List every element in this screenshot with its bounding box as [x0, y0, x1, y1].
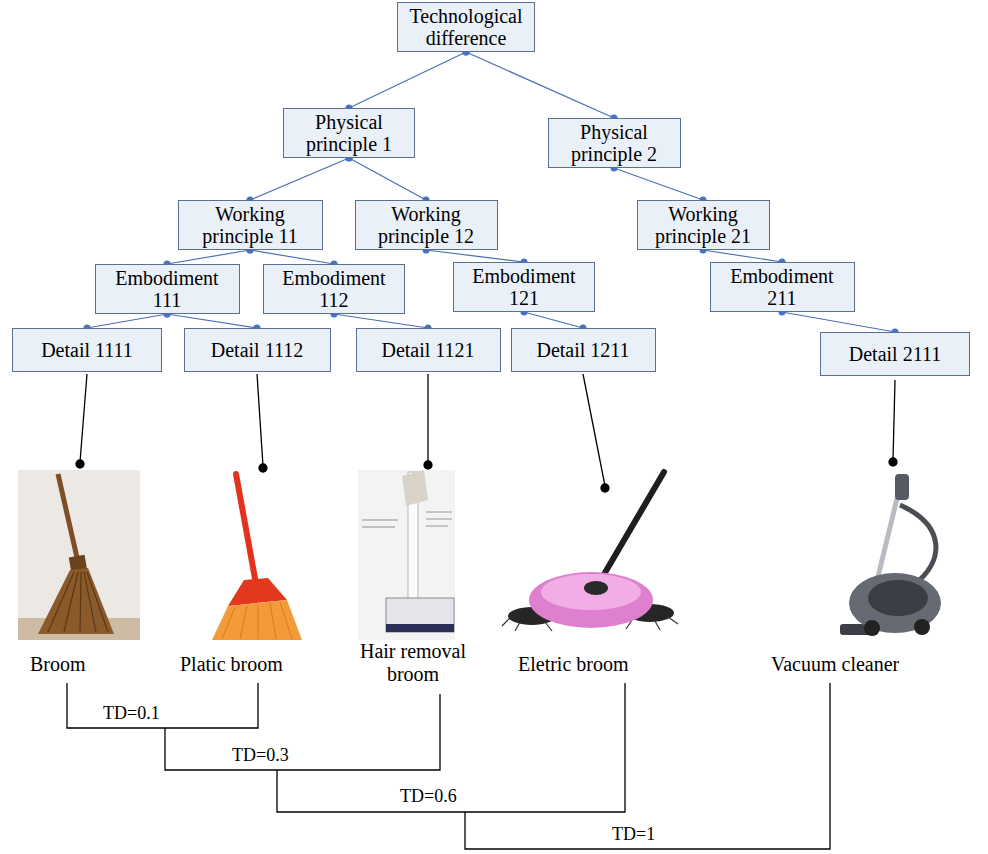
tree-connector — [426, 250, 524, 262]
electric-broom-picture — [502, 472, 678, 631]
tree-connector — [250, 250, 334, 264]
td-label: TD=0.1 — [103, 703, 160, 724]
tree-connector — [167, 314, 257, 328]
tree-connector — [349, 52, 466, 108]
tree-box: Embodiment 211 — [710, 262, 855, 312]
box-text: Embodiment 211 — [718, 265, 847, 309]
hair-removal-broom-picture — [358, 470, 455, 640]
tree-connector — [250, 158, 349, 200]
tree-box: Detail 2111 — [820, 332, 970, 376]
box-text: Working principle 21 — [645, 203, 762, 247]
tree-connector — [782, 312, 895, 332]
tree-box: Physical principle 2 — [548, 118, 681, 168]
tree-connector — [87, 314, 167, 328]
leader-lines — [76, 374, 897, 492]
plastic-broom-picture — [212, 474, 302, 640]
vacuum-cleaner-picture — [840, 474, 941, 636]
item-label: Eletric broom — [518, 653, 629, 676]
tree-box: Working principle 21 — [637, 200, 770, 250]
tree-connector — [524, 312, 583, 328]
item-label: Hair removal broom — [348, 640, 478, 686]
box-text: Embodiment 112 — [271, 267, 397, 311]
td-label: TD=1 — [612, 824, 655, 845]
tree-connector — [349, 158, 426, 200]
td-label: TD=0.3 — [232, 745, 289, 766]
tree-box: Detail 1111 — [12, 328, 162, 372]
tree-box: Working principle 12 — [355, 200, 498, 250]
box-text: Technological difference — [405, 5, 527, 49]
box-text: Detail 1211 — [536, 339, 629, 361]
tree-box: Physical principle 1 — [283, 108, 415, 158]
box-text: Embodiment 121 — [461, 265, 587, 309]
tree-box: Detail 1112 — [184, 328, 331, 372]
box-text: Working principle 12 — [363, 203, 490, 247]
td-brackets — [67, 683, 830, 849]
item-label: Platic broom — [180, 653, 283, 676]
box-text: Working principle 11 — [186, 203, 315, 247]
box-text: Physical principle 1 — [291, 111, 407, 155]
box-text: Embodiment 111 — [103, 267, 232, 311]
box-text: Detail 1121 — [381, 339, 474, 361]
tree-box: Detail 1121 — [356, 328, 501, 372]
tree-box: Embodiment 121 — [453, 262, 595, 312]
tree-box: Technological difference — [397, 2, 535, 52]
tree-connector — [614, 168, 703, 200]
box-text: Detail 2111 — [849, 343, 941, 365]
box-text: Physical principle 2 — [556, 121, 673, 165]
tree-box: Embodiment 111 — [95, 264, 240, 314]
tree-box: Working principle 11 — [178, 200, 323, 250]
tree-box: Detail 1211 — [511, 328, 656, 372]
item-label: Broom — [30, 653, 86, 676]
item-label: Vacuum cleaner — [771, 653, 899, 676]
tree-connector — [167, 250, 250, 264]
box-text: Detail 1112 — [211, 339, 303, 361]
tree-box: Embodiment 112 — [263, 264, 405, 314]
broom-picture — [18, 470, 140, 640]
td-label: TD=0.6 — [400, 786, 457, 807]
tree-connector — [703, 250, 782, 262]
tree-connector — [334, 314, 428, 328]
tree-connector — [466, 52, 614, 118]
box-text: Detail 1111 — [41, 339, 133, 361]
